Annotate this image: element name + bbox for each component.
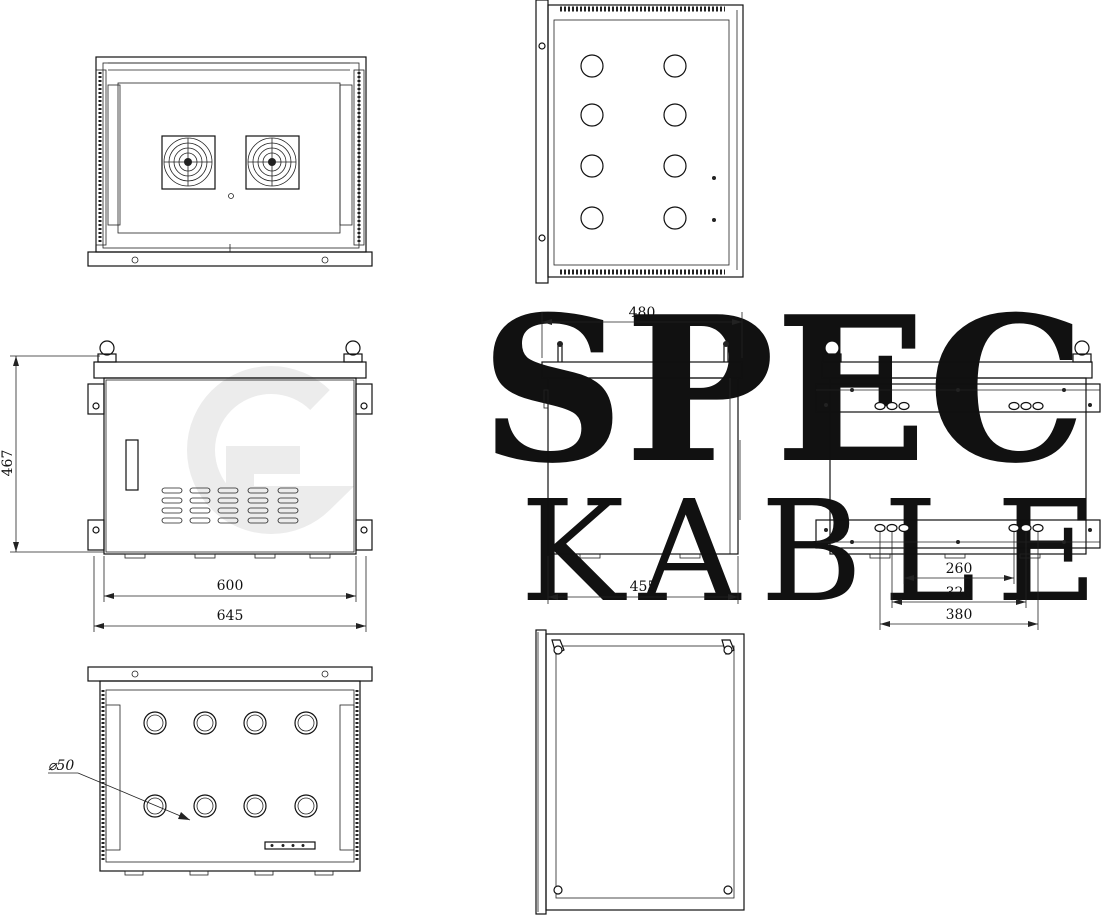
rear-view: 260 320 380 [815, 340, 1101, 630]
top-view [87, 56, 373, 267]
watermark: SPEC KABLE [187, 273, 1107, 634]
lifting-eye-icon [343, 340, 363, 363]
back-panel-view [535, 629, 745, 915]
fan-icon [245, 135, 300, 190]
cable-gland-icon [580, 54, 687, 230]
watermark-logo-icon [187, 366, 355, 534]
dim-455: 455 [630, 579, 657, 595]
bottom-view: ⌀50 [48, 666, 373, 876]
dim-260: 260 [946, 561, 973, 577]
dim-645: 645 [217, 608, 244, 624]
dim-600: 600 [217, 578, 244, 594]
side-rail-left [95, 69, 121, 246]
side-top-view [535, 0, 744, 284]
fan-icon [161, 135, 216, 190]
dim-480: 480 [629, 305, 656, 321]
lifting-eye-icon [822, 340, 842, 363]
watermark-line2: KABLE [520, 471, 1107, 634]
dim-height: 467 [0, 450, 16, 477]
lifting-eye-icon [97, 340, 117, 363]
dim-380: 380 [946, 607, 973, 623]
cable-gland-icon [143, 711, 318, 818]
vent-slot-icon [161, 487, 299, 524]
watermark-line1: SPEC [480, 273, 1086, 508]
dim-diameter: ⌀50 [48, 758, 74, 774]
dim-320: 320 [946, 585, 973, 601]
side-rail-right [339, 69, 365, 246]
front-view: 467 600 645 [0, 340, 373, 632]
side-view: 480 455 [541, 305, 743, 604]
